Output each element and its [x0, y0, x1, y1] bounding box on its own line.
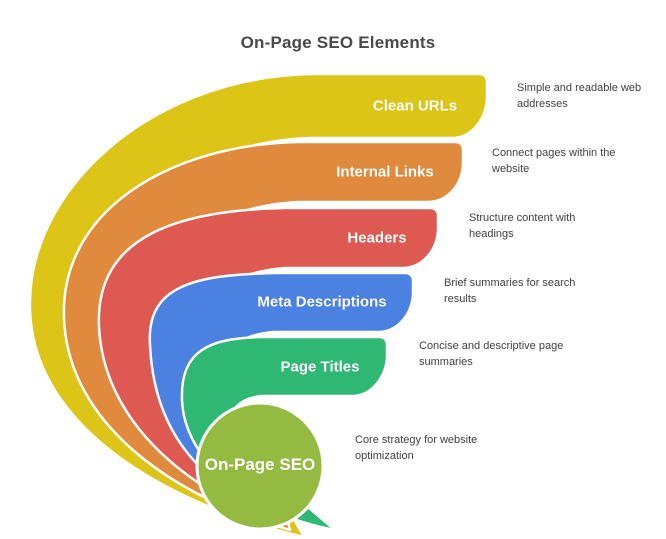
center-description: Core strategy for website optimization — [355, 434, 478, 462]
center-label: On-Page SEO — [204, 455, 316, 474]
segment-description-clean-urls: Simple and readable web addresses — [517, 82, 642, 110]
segment-description-page-titles: Concise and descriptive page summaries — [419, 340, 564, 368]
segment-label-meta-descriptions: Meta Descriptions — [257, 293, 387, 311]
segment-label-clean-urls: Clean URLs — [372, 97, 458, 115]
diagram-title: On-Page SEO Elements — [240, 33, 436, 52]
segment-description-meta-descriptions: Brief summaries for search results — [444, 277, 576, 305]
center-circle — [195, 401, 325, 531]
segment-label-headers: Headers — [347, 229, 407, 247]
segment-label-page-titles: Page Titles — [280, 358, 360, 376]
segment-description-headers: Structure content with headings — [469, 212, 576, 240]
segment-label-internal-links: Internal Links — [336, 163, 434, 181]
segment-description-internal-links: Connect pages within the website — [492, 147, 616, 175]
